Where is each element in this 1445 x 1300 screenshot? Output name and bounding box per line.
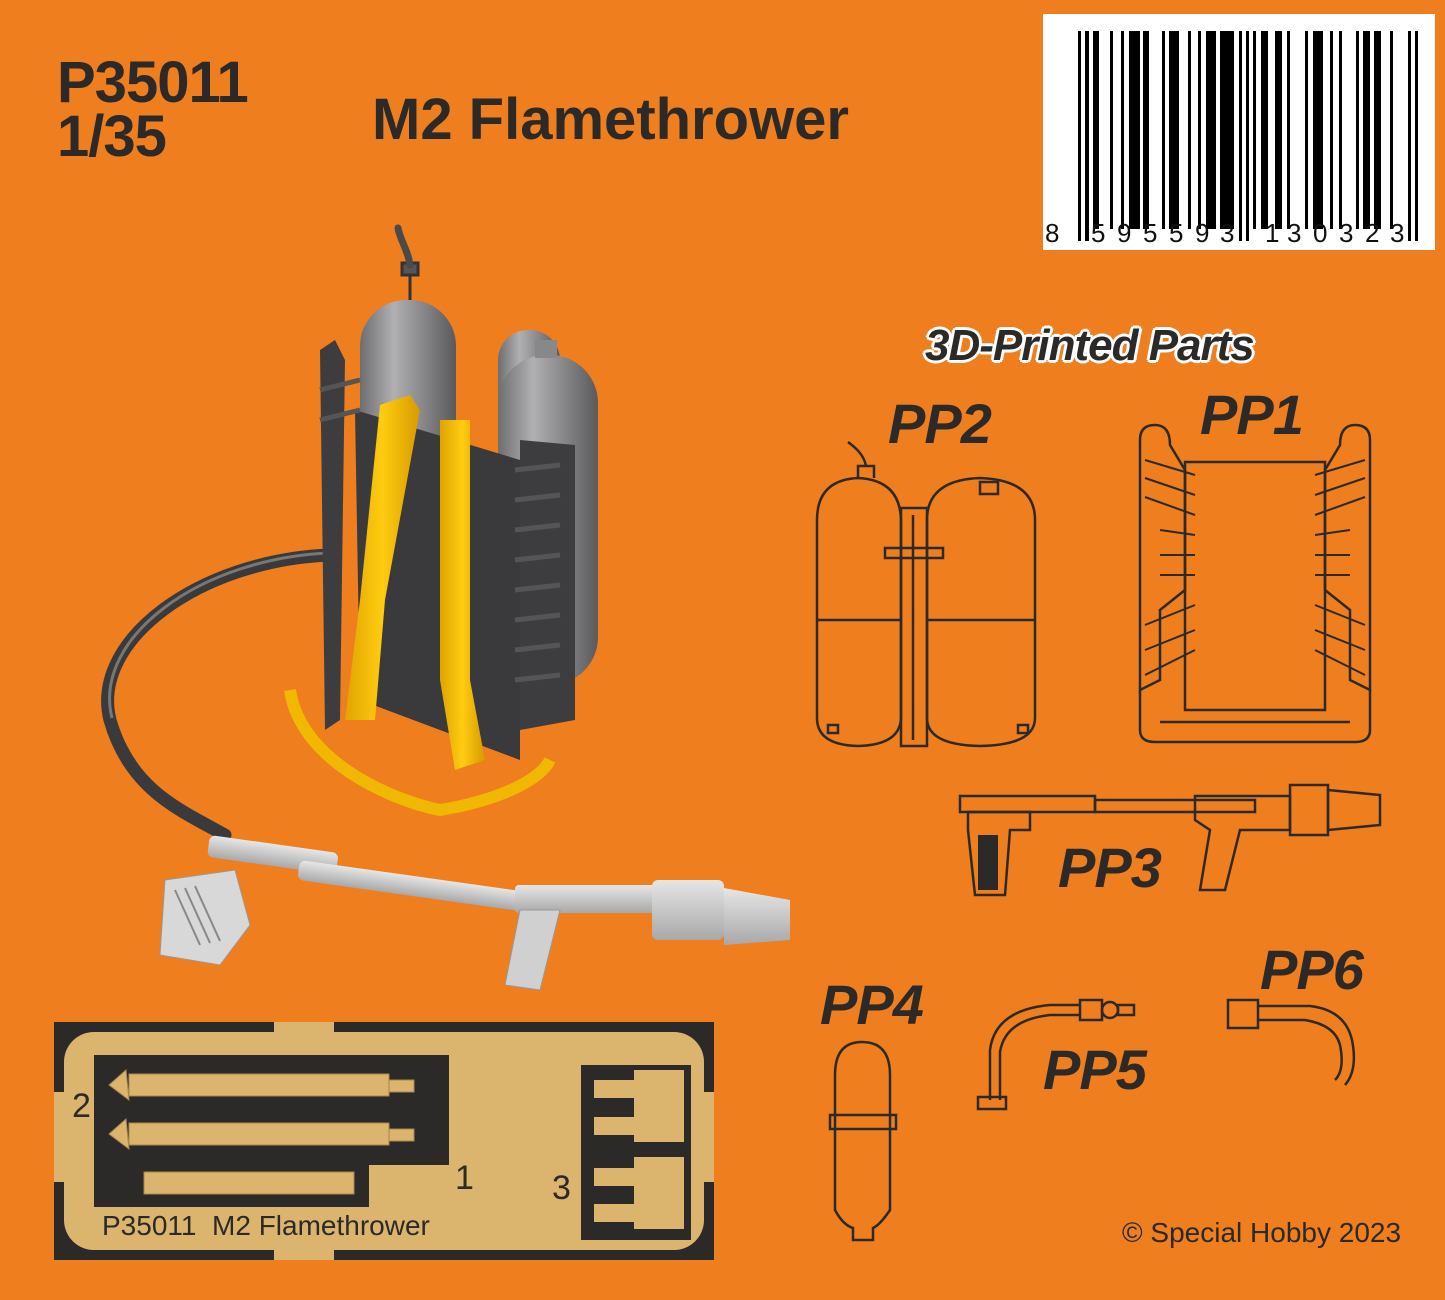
barcode-digit: 5 (1169, 218, 1184, 248)
barcode-digit: 3 (1390, 218, 1405, 248)
barcode-digit: 8 (1045, 218, 1060, 248)
pe-part-number-3: 3 (552, 1169, 571, 1207)
pp5-drawing (976, 998, 1136, 1111)
section-title: 3D-Printed Parts (925, 321, 1255, 370)
right-strap-render (440, 420, 485, 770)
photo-etch-fret (54, 1022, 714, 1260)
barcode-bars (1078, 31, 1418, 241)
barcode-digit: 5 (1091, 218, 1106, 248)
pe-fret-label: P35011 M2 Flamethrower (102, 1210, 430, 1241)
barcode-digit: 3 (1287, 218, 1302, 248)
pe-part-number-2: 2 (72, 1087, 91, 1125)
barcode-digit: 9 (1117, 218, 1132, 248)
flame-gun-render (159, 835, 790, 991)
pe-part-number-1: 1 (455, 1159, 474, 1197)
part-label-pp5: PP5 (1043, 1038, 1147, 1101)
part-label-pp6: PP6 (1260, 938, 1364, 1001)
barcode-digit: 5 (1143, 218, 1158, 248)
barcode-digits: 8 5 9 5 5 9 3 1 3 0 3 2 3 (1043, 218, 1435, 248)
product-code: P35011 (57, 50, 249, 115)
pp3-drawing (958, 783, 1382, 897)
barcode: 8 5 9 5 5 9 3 1 3 0 3 2 3 (1043, 14, 1435, 250)
barcode-digit: 3 (1339, 218, 1354, 248)
barcode-digit: 3 (1220, 218, 1235, 248)
pp6-drawing (1226, 998, 1356, 1086)
scale-label: 1/35 (57, 104, 167, 169)
barcode-digit: 0 (1313, 218, 1328, 248)
barcode-digit: 9 (1195, 218, 1210, 248)
left-strap-render (345, 395, 420, 720)
part-label-pp1: PP1 (1200, 383, 1304, 446)
pp4-drawing (828, 1040, 898, 1242)
copyright-notice: © Special Hobby 2023 (1122, 1217, 1402, 1248)
part-label-pp2: PP2 (888, 392, 992, 455)
product-title: M2 Flamethrower (372, 87, 849, 152)
pp2-drawing (815, 441, 1037, 748)
part-label-pp4: PP4 (820, 973, 924, 1036)
product-code-block: P35011 1/35 (57, 50, 249, 169)
hose-render (101, 548, 337, 842)
barcode-digit: 2 (1365, 218, 1380, 248)
barcode-digit: 1 (1265, 218, 1280, 248)
part-label-pp3: PP3 (1058, 836, 1162, 899)
pp1-drawing (1138, 423, 1372, 744)
